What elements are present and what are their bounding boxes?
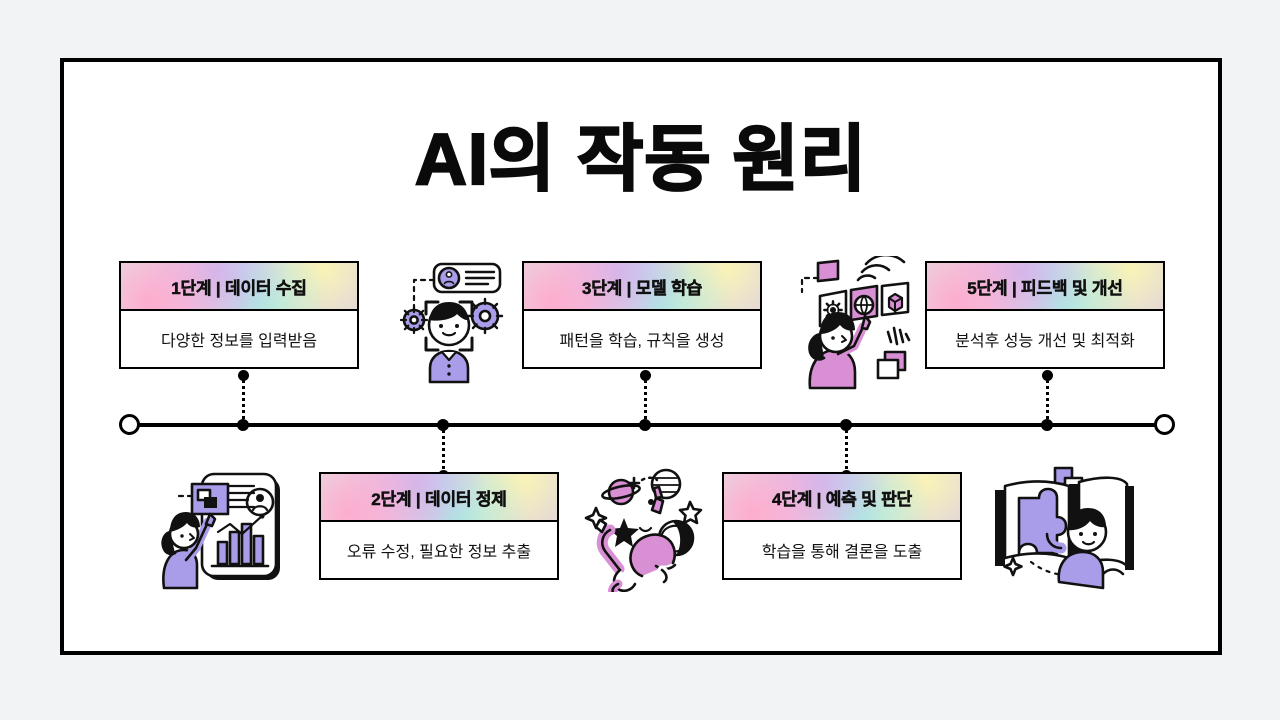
page-title: AI의 작동 원리 (414, 119, 868, 201)
step-card-2-body: 오류 수정, 필요한 정보 추출 (321, 522, 557, 578)
woman-touch-panels-icon (790, 253, 918, 390)
timeline-node-5[interactable] (1041, 419, 1053, 431)
step-card-1[interactable]: 1단계 | 데이터 수집 다양한 정보를 입력받음 (119, 261, 359, 369)
step-card-3-body: 패턴을 학습, 규칙을 생성 (524, 311, 760, 367)
timeline-end-cap-icon (1154, 414, 1175, 435)
data-chart-phone-person-icon (156, 470, 292, 592)
card-anchor-dot-5 (1041, 370, 1053, 381)
timeline-node-3[interactable] (639, 419, 651, 431)
step-card-4[interactable]: 4단계 | 예측 및 판단 학습을 통해 결론을 도출 (722, 472, 962, 580)
connector-step-2 (441, 425, 445, 475)
step-card-3-header-text: 3단계 | 모델 학습 (581, 278, 703, 298)
step-card-5-header: 5단계 | 피드백 및 개선 (927, 263, 1163, 311)
step-card-3[interactable]: 3단계 | 모델 학습 패턴을 학습, 규칙을 생성 (522, 261, 762, 369)
step-card-4-header: 4단계 | 예측 및 판단 (724, 474, 960, 522)
step-card-1-body: 다양한 정보를 입력받음 (121, 311, 357, 367)
step-card-2-body-text: 오류 수정, 필요한 정보 추출 (346, 544, 532, 561)
slide-canvas: AI의 작동 원리 1단계 | 데이터 수집 다양한 정보를 입력받음 3단계 … (60, 58, 1222, 655)
connector-step-4 (844, 425, 848, 475)
step-card-2[interactable]: 2단계 | 데이터 정제 오류 수정, 필요한 정보 추출 (319, 472, 559, 580)
step-card-1-body-text: 다양한 정보를 입력받음 (160, 333, 318, 350)
card-anchor-dot-1 (237, 370, 249, 381)
connector-step-3 (643, 375, 647, 425)
connector-step-1 (241, 375, 245, 425)
step-card-2-header-text: 2단계 | 데이터 정제 (371, 489, 507, 509)
timeline-node-1[interactable] (237, 419, 249, 431)
astronaut-space-icon (580, 466, 708, 600)
card-anchor-dot-3 (639, 370, 651, 381)
step-card-5-body-text: 분석후 성능 개선 및 최적화 (955, 333, 1135, 350)
step-card-3-body-text: 패턴을 학습, 규칙을 생성 (559, 333, 725, 350)
step-card-4-body: 학습을 통해 결론을 도출 (724, 522, 960, 578)
face-scan-person-icon (390, 258, 508, 388)
step-card-3-header: 3단계 | 모델 학습 (524, 263, 760, 311)
connector-step-5 (1045, 375, 1049, 425)
timeline-start-cap-icon (119, 414, 140, 435)
step-card-4-body-text: 학습을 통해 결론을 도출 (761, 544, 923, 561)
puzzle-piece-person-icon (989, 462, 1135, 592)
step-card-2-header: 2단계 | 데이터 정제 (321, 474, 557, 522)
step-card-5[interactable]: 5단계 | 피드백 및 개선 분석후 성능 개선 및 최적화 (925, 261, 1165, 369)
step-card-1-header: 1단계 | 데이터 수집 (121, 263, 357, 311)
step-card-5-header-text: 5단계 | 피드백 및 개선 (967, 278, 1123, 298)
step-card-1-header-text: 1단계 | 데이터 수집 (171, 278, 307, 298)
step-card-4-header-text: 4단계 | 예측 및 판단 (772, 489, 913, 509)
step-card-5-body: 분석후 성능 개선 및 최적화 (927, 311, 1163, 367)
